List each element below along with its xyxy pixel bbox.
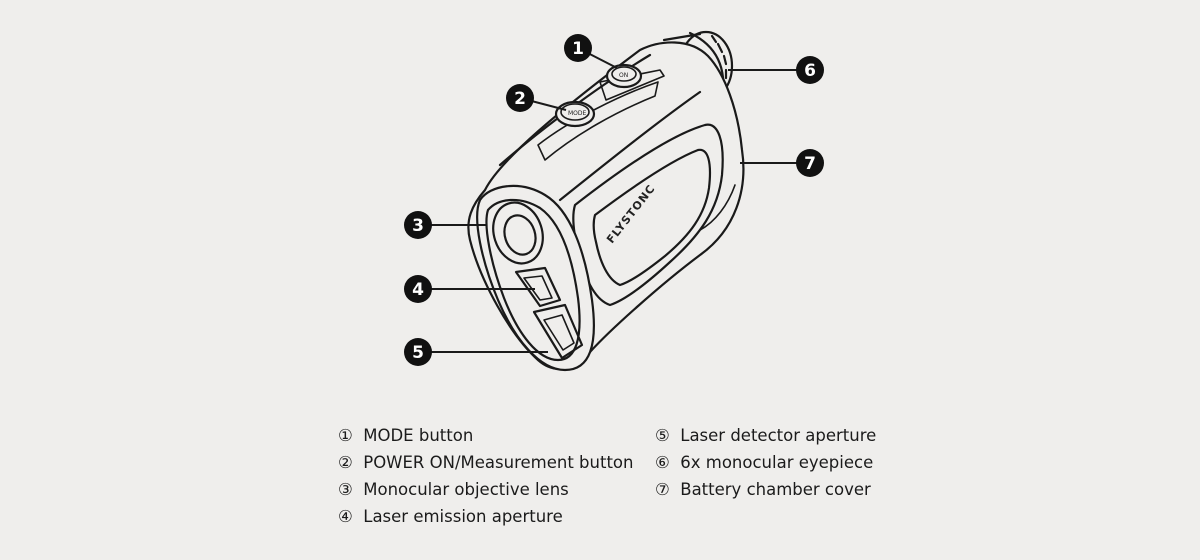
- emission-aperture-inner: [523, 275, 553, 301]
- callout-1-number: 1: [572, 39, 584, 59]
- legend-marker: ①: [338, 426, 353, 445]
- side-panel-inner: [592, 148, 712, 287]
- legend-marker: ②: [338, 453, 353, 472]
- legend-marker: ④: [338, 507, 353, 526]
- callout-6: 6: [796, 56, 824, 84]
- side-ridge: [558, 90, 702, 202]
- legend-item-4: ④ Laser emission aperture: [338, 506, 655, 528]
- battery-cover-seam: [699, 184, 736, 231]
- callout-7-number: 7: [804, 154, 816, 174]
- legend-marker: ⑤: [655, 426, 670, 445]
- parts-legend: ① MODE button ⑤ Laser detector aperture …: [338, 425, 885, 528]
- callout-4-number: 4: [412, 280, 424, 300]
- callout-5: 5: [404, 338, 432, 366]
- callout-3: 3: [404, 211, 432, 239]
- legend-item-7: ⑦ Battery chamber cover: [655, 479, 885, 501]
- callout-2-number: 2: [514, 89, 526, 109]
- objective-lens: [492, 201, 544, 265]
- legend-text: POWER ON/Measurement button: [363, 453, 634, 472]
- legend-item-5: ⑤ Laser detector aperture: [655, 425, 885, 447]
- legend-text: MODE button: [363, 426, 474, 445]
- power-button-label: ON: [619, 72, 628, 79]
- front-face-inner: [485, 198, 581, 362]
- legend-text: Monocular objective lens: [363, 480, 569, 499]
- legend-text: Laser detector aperture: [680, 426, 877, 445]
- legend-text: Battery chamber cover: [680, 480, 871, 499]
- legend-marker: ⑥: [655, 453, 670, 472]
- legend-marker: ③: [338, 480, 353, 499]
- legend-item-2: ② POWER ON/Measurement button: [338, 452, 655, 474]
- callout-4: 4: [404, 275, 432, 303]
- callout-1: 1: [564, 34, 592, 62]
- legend-item-3: ③ Monocular objective lens: [338, 479, 655, 501]
- detector-aperture-inner: [543, 314, 575, 351]
- callout-7: 7: [796, 149, 824, 177]
- front-face: [476, 184, 595, 372]
- callout-5-number: 5: [412, 343, 424, 363]
- callout-6-number: 6: [804, 61, 816, 81]
- emission-aperture: [514, 266, 562, 308]
- legend-marker: ⑦: [655, 480, 670, 499]
- legend-text: 6x monocular eyepiece: [680, 453, 874, 472]
- mode-button-label: MODE: [568, 110, 587, 117]
- legend-item-1: ① MODE button: [338, 425, 655, 447]
- mode-button: [554, 100, 596, 128]
- legend-text: Laser emission aperture: [363, 507, 563, 526]
- callout-2: 2: [506, 84, 534, 112]
- legend-item-6: ⑥ 6x monocular eyepiece: [655, 452, 885, 474]
- callout-3-number: 3: [412, 216, 424, 236]
- detector-aperture: [532, 303, 584, 360]
- rangefinder-illustration: MODE ON FLYSTONC 1 2 3 4: [404, 30, 824, 372]
- power-button: [605, 63, 643, 89]
